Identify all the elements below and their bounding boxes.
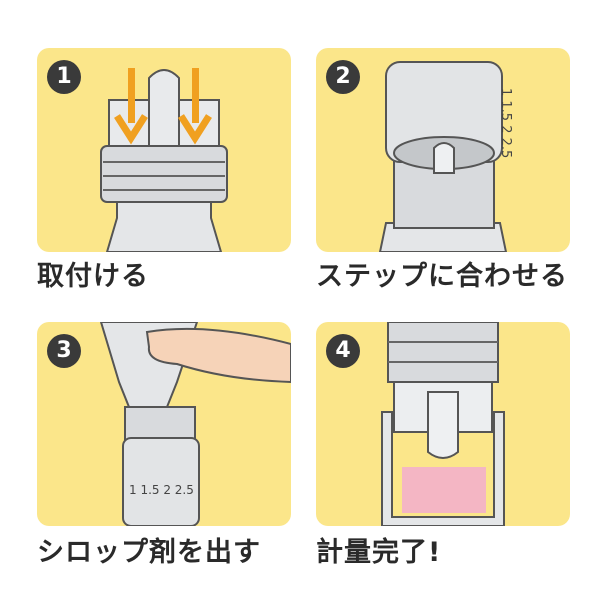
down-arrow-icon: [178, 68, 212, 145]
step-4-panel: 4: [316, 322, 570, 526]
measured-syrup: [402, 467, 486, 513]
step-1-caption: 取付ける: [37, 261, 149, 292]
step-4-caption: 計量完了!: [316, 537, 442, 568]
step-3-caption: シロップ剤を出す: [37, 537, 261, 568]
step-1-panel: 1: [37, 48, 291, 252]
step-number-badge: 4: [326, 334, 360, 368]
step-number-badge: 3: [47, 334, 81, 368]
step-number-badge: 2: [326, 60, 360, 94]
step-number-badge: 1: [47, 60, 81, 94]
down-arrow-icon: [114, 68, 148, 145]
scale-markings: 1 1.5 2 2.5: [129, 483, 194, 497]
dispense-syrup-illustration: 1 1.5 2 2.5: [99, 322, 291, 526]
step-2-panel: 2 1 1.5 2 2.5: [316, 48, 570, 252]
scale-markings: 1 1.5 2 2.5: [498, 88, 513, 158]
step-3-panel: 3 1 1.5 2 2.5: [37, 322, 291, 526]
bottle-attach-illustration: [100, 68, 228, 252]
step-align-illustration: 1 1.5 2 2.5: [378, 61, 513, 252]
measure-complete-illustration: [381, 322, 505, 526]
step-2-caption: ステップに合わせる: [316, 261, 568, 292]
